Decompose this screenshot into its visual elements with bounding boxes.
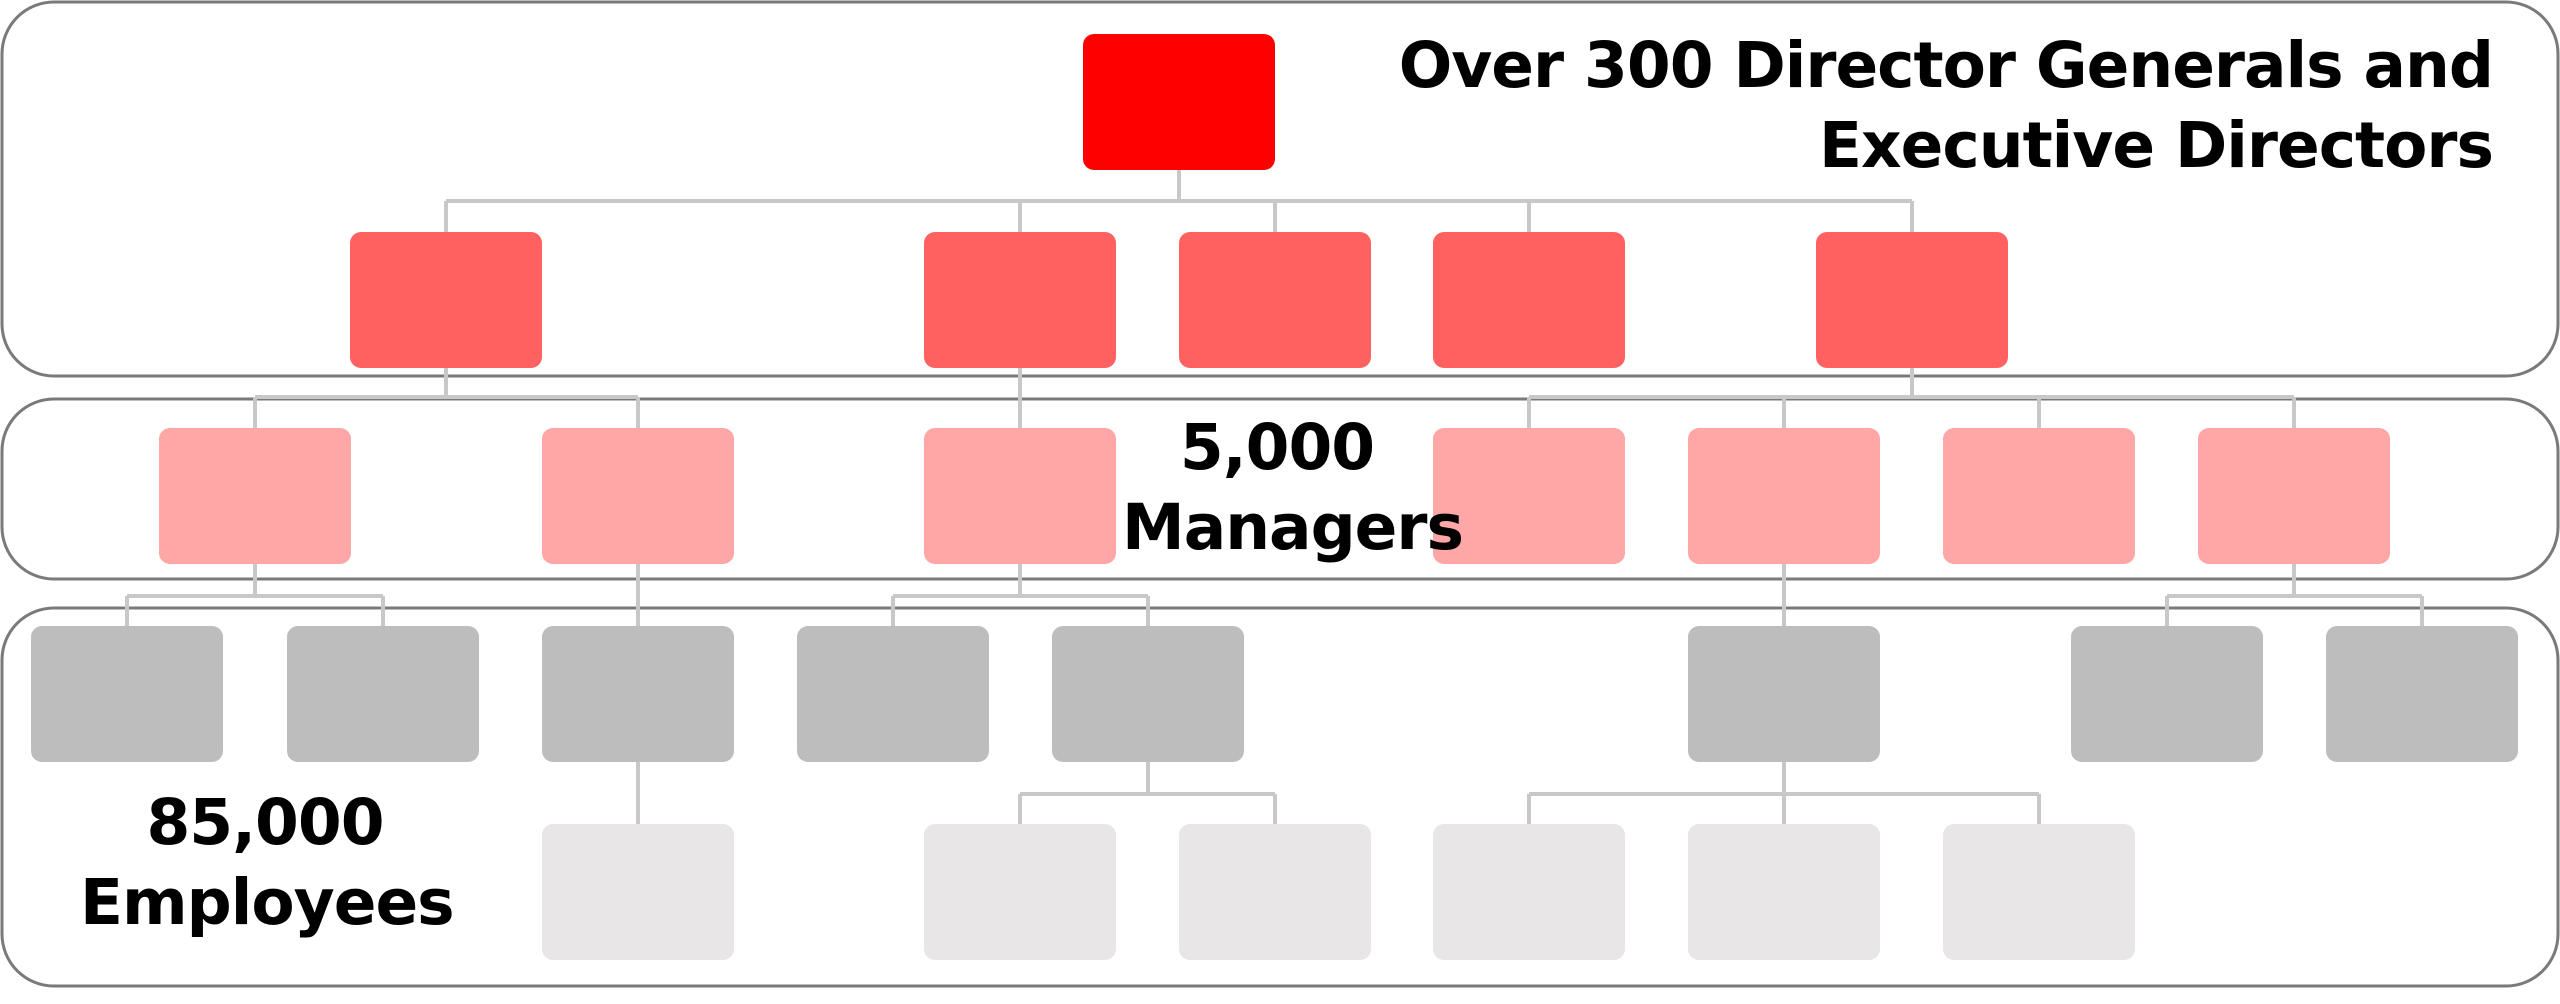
employee-subordinate-box bbox=[1433, 824, 1625, 960]
managers-label-count: 5,000 bbox=[1179, 411, 1375, 484]
managers-label-text: Managers bbox=[1122, 491, 1464, 564]
employee-box bbox=[31, 626, 223, 762]
manager-box bbox=[159, 428, 351, 564]
managers-frame bbox=[0, 397, 2560, 581]
employee-box bbox=[1052, 626, 1244, 762]
executive-director-box bbox=[1179, 232, 1371, 368]
employees-label-text: Employees bbox=[80, 866, 455, 939]
employee-subordinate-box bbox=[1943, 824, 2135, 960]
employees-label: 85,000 Employees bbox=[80, 783, 455, 943]
managers-label: 5,000 Managers bbox=[1122, 408, 1464, 568]
employee-box bbox=[1688, 626, 1880, 762]
executive-director-box bbox=[350, 232, 542, 368]
employees-label-count: 85,000 bbox=[146, 786, 384, 859]
manager-box bbox=[1433, 428, 1625, 564]
employee-box bbox=[2326, 626, 2518, 762]
executives-frame bbox=[0, 0, 2560, 378]
employee-subordinate-box bbox=[1179, 824, 1371, 960]
executives-label: Over 300 Director Generals and Executive… bbox=[1398, 26, 2494, 186]
manager-box bbox=[1943, 428, 2135, 564]
employee-box bbox=[287, 626, 479, 762]
director-general-box bbox=[1083, 34, 1275, 170]
manager-box bbox=[542, 428, 734, 564]
employee-box bbox=[797, 626, 989, 762]
manager-box bbox=[2198, 428, 2390, 564]
employee-subordinate-box bbox=[924, 824, 1116, 960]
employees-frame bbox=[0, 606, 2560, 988]
manager-box bbox=[924, 428, 1116, 564]
employee-box bbox=[2071, 626, 2263, 762]
employee-subordinate-box bbox=[542, 824, 734, 960]
manager-box bbox=[1688, 428, 1880, 564]
executive-director-box bbox=[1433, 232, 1625, 368]
executives-label-line1: Over 300 Director Generals and bbox=[1398, 29, 2494, 102]
executive-director-box bbox=[1816, 232, 2008, 368]
executives-label-line2: Executive Directors bbox=[1818, 109, 2494, 182]
executive-director-box bbox=[924, 232, 1116, 368]
employee-box bbox=[542, 626, 734, 762]
employee-subordinate-box bbox=[1688, 824, 1880, 960]
